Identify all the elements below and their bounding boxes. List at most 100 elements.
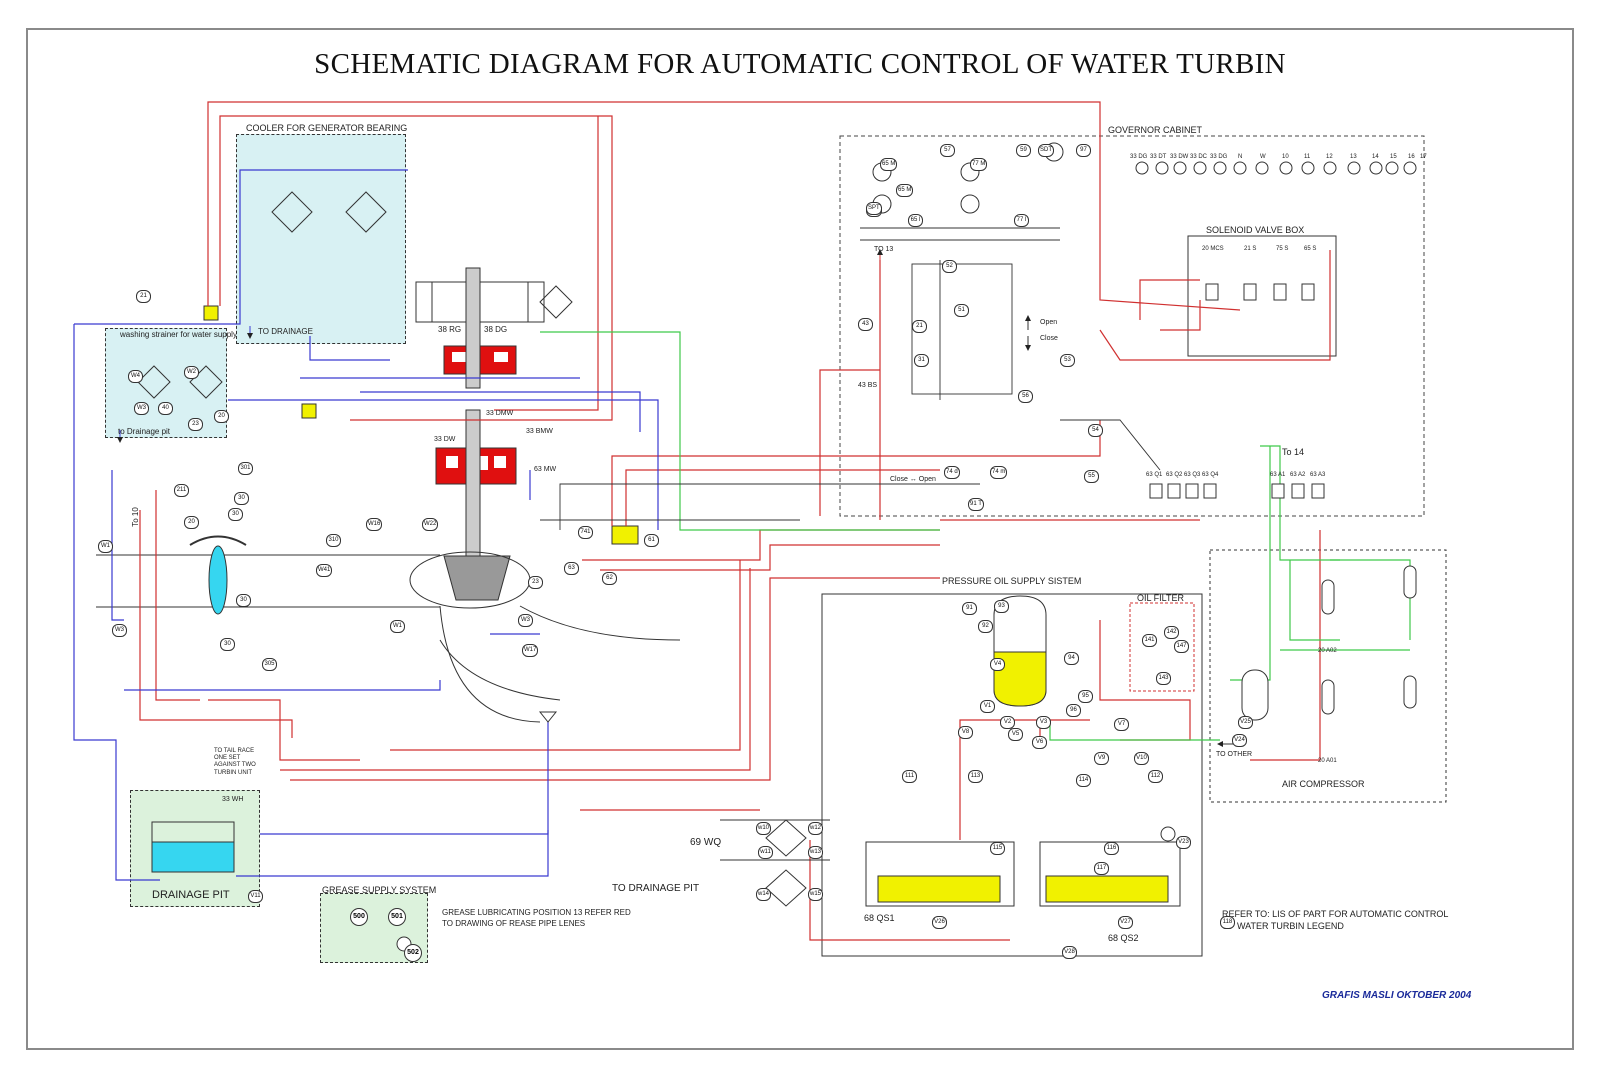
component-tag-pit: w11 xyxy=(758,846,773,859)
device-402 xyxy=(203,305,219,321)
to-drainage-cooler: TO DRAINAGE xyxy=(258,327,313,336)
component-tag-pressure_oil: 91 xyxy=(962,602,977,615)
component-tag-governor: 51 xyxy=(954,304,969,317)
to-10-label: To 10 xyxy=(130,507,140,527)
component-tag-governor: SDT xyxy=(1038,144,1054,157)
component-tag-governor: 65 l xyxy=(908,214,923,227)
component-tag-turbine_left: W1 xyxy=(98,540,113,553)
component-tag-pressure_oil: V24 xyxy=(1232,734,1247,747)
component-tag-governor: 43 xyxy=(858,318,873,331)
gauge-label: 33 DG xyxy=(1130,154,1148,160)
component-tag-governor: 52 xyxy=(942,260,957,273)
component-tag-pit: w10 xyxy=(756,822,772,835)
gauge-label: 17 xyxy=(1420,154,1427,160)
wq69-label: 69 WQ xyxy=(690,837,722,848)
component-tag-oil_filter: 147 xyxy=(1174,640,1189,653)
open-label: Open xyxy=(1040,319,1058,326)
component-tag-pressure_oil: V27 xyxy=(1118,916,1133,929)
governor-cabinet-box xyxy=(839,135,1425,517)
gauge-label: N xyxy=(1238,154,1243,160)
component-tag-pressure_oil: V9 xyxy=(1094,752,1109,765)
component-tag-governor: 57 xyxy=(940,144,955,157)
qs2-label: 68 QS2 xyxy=(1108,933,1139,943)
component-tag-oil_filter: 141 xyxy=(1142,634,1157,647)
component-tag-governor: 59 xyxy=(1016,144,1031,157)
gauge-label: 33 DG xyxy=(1210,154,1228,160)
oil-filter-label: OIL FILTER xyxy=(1137,593,1185,603)
component-tag-washing: 40 xyxy=(158,402,173,415)
gauge-label: 11 xyxy=(1304,154,1311,160)
component-tag-pressure_oil: 95 xyxy=(1078,690,1093,703)
solenoid-label: SOLENOID VALVE BOX xyxy=(1206,225,1305,235)
bs43-label: 43 BS xyxy=(858,382,878,389)
component-tag-pressure_oil: V6 xyxy=(1032,736,1047,749)
solenoid-valve-box xyxy=(1187,235,1337,357)
component-tag-pressure_oil: V5 xyxy=(1008,728,1023,741)
component-tag-turbine_mid: 23 xyxy=(528,576,543,589)
component-tag-pressure_oil: 93 xyxy=(994,600,1009,613)
to-14-label: To 14 xyxy=(1282,447,1305,457)
component-tag-governor: 74 d xyxy=(944,466,960,479)
gauge-label: 16 xyxy=(1408,154,1415,160)
gauge-label: 12 xyxy=(1326,154,1333,160)
component-tag-turbine_mid: 61 xyxy=(644,534,659,547)
component-tag-pressure_oil: V3 xyxy=(1036,716,1051,729)
solenoid-valve-label: 21 S xyxy=(1244,246,1257,252)
diagram-title: SCHEMATIC DIAGRAM FOR AUTOMATIC CONTROL … xyxy=(314,48,1286,80)
component-tag-pressure_oil: 115 xyxy=(990,842,1005,855)
governor-label: GOVERNOR CABINET xyxy=(1108,125,1203,135)
component-tag-washing: W4 xyxy=(128,370,143,383)
component-tag-governor: 54 xyxy=(1088,424,1103,437)
rg38-label: 38 RG xyxy=(438,325,462,334)
component-tag-governor: 65 M xyxy=(880,158,898,171)
gauge-label: 15 xyxy=(1390,154,1397,160)
dmw33-label: 33 DMW xyxy=(486,410,514,417)
component-tag-washing: 20 xyxy=(214,410,229,423)
washing-strainer-label: washing strainer for water supply xyxy=(120,330,237,339)
component-tag-turbine_left: 301 xyxy=(238,462,253,475)
gauge-label: 14 xyxy=(1372,154,1379,160)
gauge-label: 13 xyxy=(1350,154,1357,160)
drainage-pit-water xyxy=(151,841,235,873)
solenoid-valve-label: 20 MCS xyxy=(1202,246,1224,252)
mw63-label: 63 MW xyxy=(534,466,557,473)
switch-label: 63 Q2 xyxy=(1166,472,1183,478)
component-tag-pressure_oil: 116 xyxy=(1104,842,1119,855)
signature: GRAFIS MASLI OKTOBER 2004 xyxy=(1322,990,1472,1001)
component-tag-turbine_mid: W17 xyxy=(522,644,539,657)
component-tag-pressure_oil: V2 xyxy=(1000,716,1015,729)
component-tag-governor: 31 xyxy=(914,354,929,367)
compressor-tag: 20 A01 xyxy=(1318,758,1337,764)
component-tag-governor: 53 xyxy=(1060,354,1075,367)
solenoid-valve-label: 65 S xyxy=(1304,246,1317,252)
air-compressor-label: AIR COMPRESSOR xyxy=(1282,779,1365,789)
component-tag-governor: 97 xyxy=(1076,144,1091,157)
dw33-label: 33 DW xyxy=(434,436,456,443)
compressor-tag: 20 A02 xyxy=(1318,648,1337,654)
pressure-oil-label: PRESSURE OIL SUPPLY SISTEM xyxy=(942,576,1082,586)
switch-label: 63 Q3 xyxy=(1184,472,1201,478)
close-label: Close xyxy=(1040,335,1058,342)
component-tag-turbine_left: 30 xyxy=(220,638,235,651)
cooler-label: COOLER FOR GENERATOR BEARING xyxy=(246,123,408,133)
component-tag-governor: 77 l xyxy=(1014,214,1029,227)
component-tag-turbine_mid: 741 xyxy=(578,526,593,539)
to-other-label: TO OTHER xyxy=(1216,751,1253,758)
dg38-label: 38 DG xyxy=(484,325,508,334)
component-tag-turbine_left: 21 xyxy=(136,290,151,303)
component-tag-turbine_left: W16 xyxy=(366,518,383,531)
component-tag-turbine_left: 310 xyxy=(326,534,341,547)
grease-502: 502 xyxy=(404,944,422,962)
gauge-label: 10 xyxy=(1282,154,1289,160)
component-tag-pressure_oil: V1 xyxy=(980,700,995,713)
gauge-label: 33 DW xyxy=(1170,154,1189,160)
component-tag-turbine_left: 30 xyxy=(228,508,243,521)
to-drainage-pit-label: TO DRAINAGE PIT xyxy=(612,883,700,894)
component-tag-governor: 74 m xyxy=(990,466,1008,479)
grease-note: GREASE LUBRICATING POSITION 13 REFER RED… xyxy=(442,908,631,928)
component-tag-washing: W2 xyxy=(184,366,199,379)
solenoid-valve-label: 75 S xyxy=(1276,246,1289,252)
cooler-zone xyxy=(236,134,406,344)
component-tag-governor: 56 xyxy=(1018,390,1033,403)
component-tag-pit: w13 xyxy=(808,846,824,859)
